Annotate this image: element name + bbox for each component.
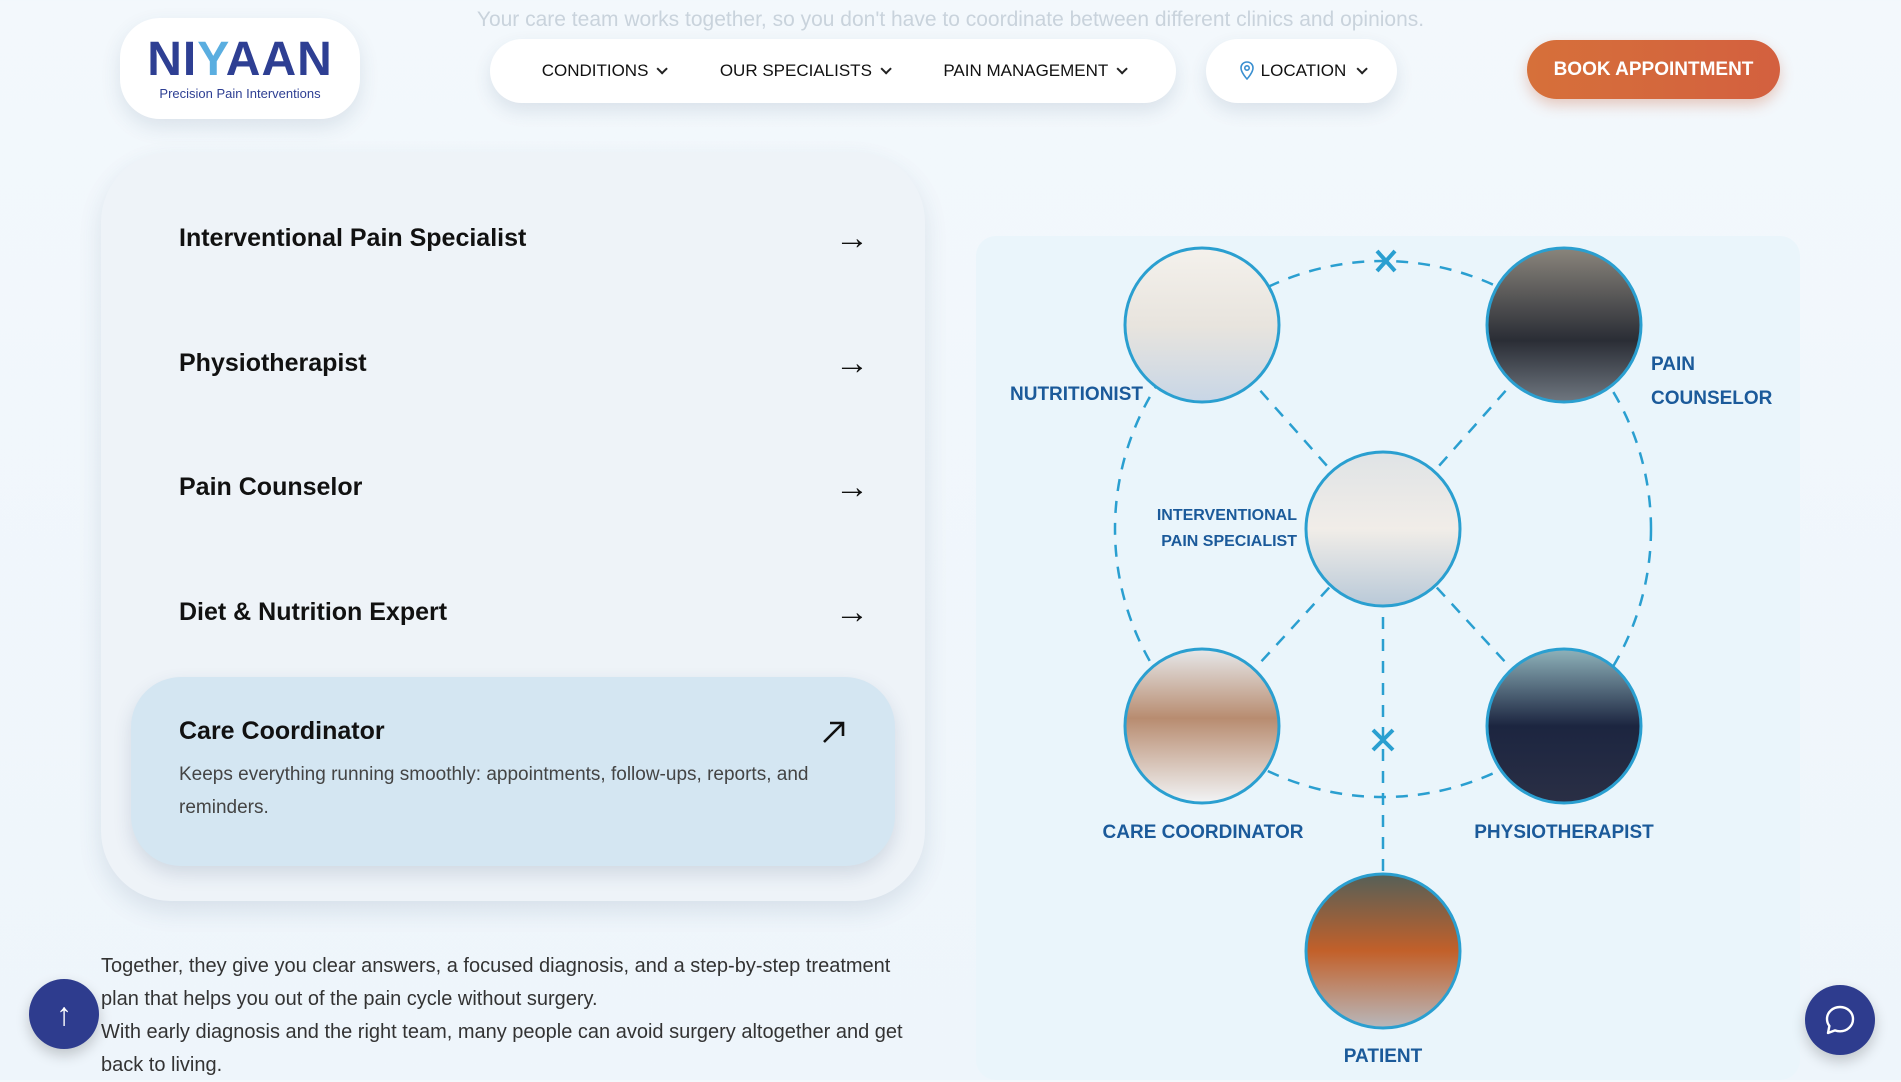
label-care-coordinator: CARE COORDINATOR (1102, 822, 1304, 843)
interventional-pain-specialist-photo (1304, 450, 1462, 608)
location-label: LOCATION (1260, 61, 1347, 80)
nutritionist-photo (1123, 246, 1281, 404)
nav-label: OUR SPECIALISTS (719, 61, 872, 80)
arrow-right-icon: → (835, 468, 869, 506)
arrow-right-icon: → (835, 344, 869, 382)
arrow-up-icon: ↑ (56, 995, 72, 1032)
summary-text: Together, they give you clear answers, a… (101, 950, 921, 1082)
arrow-right-icon: → (835, 219, 869, 257)
specialists-list: Interventional Pain Specialist → Physioth… (101, 152, 925, 901)
label-interventional-pain-specialist: INTERVENTIONAL PAIN SPECIALIST (1100, 503, 1297, 555)
specialist-item[interactable]: Physiotherapist → (179, 343, 869, 383)
connector-x-icon (1375, 249, 1397, 273)
book-appointment-button[interactable]: BOOK APPOINTMENT (1527, 40, 1780, 99)
nav-pain-management[interactable]: PAIN MANAGEMENT (943, 61, 1129, 81)
section-subtitle: Your care team works together, so you do… (476, 8, 1425, 31)
nav-label: PAIN MANAGEMENT (943, 61, 1109, 80)
label-line: PAIN SPECIALIST (1161, 533, 1297, 550)
chat-bubble-icon (1825, 1005, 1855, 1035)
scroll-to-top-button[interactable]: ↑ (29, 979, 99, 1049)
specialist-item[interactable]: Pain Counselor → (179, 467, 869, 507)
arrow-up-right-icon (823, 721, 845, 743)
label-physiotherapist: PHYSIOTHERAPIST (1474, 822, 1654, 843)
main-nav: CONDITIONS OUR SPECIALISTS PAIN MANAGEME… (490, 39, 1176, 103)
nav-label: CONDITIONS (541, 61, 649, 80)
specialist-item[interactable]: Diet & Nutrition Expert → (179, 592, 869, 632)
label-line: INTERVENTIONAL (1156, 507, 1297, 524)
logo-tagline: Precision Pain Interventions (159, 86, 321, 101)
arrow-right-icon: → (835, 593, 869, 631)
logo-figure: Y (197, 33, 226, 86)
summary-paragraph: With early diagnosis and the right team,… (101, 1021, 903, 1076)
specialist-item-active[interactable]: Care Coordinator Keeps everything runnin… (131, 677, 895, 866)
specialist-title: Interventional Pain Specialist (179, 223, 527, 252)
specialist-description: Keeps everything running smoothly: appoi… (179, 764, 809, 818)
specialist-title: Physiotherapist (179, 348, 367, 377)
summary-paragraph: Together, they give you clear answers, a… (101, 955, 891, 1010)
logo-text: AAN (225, 33, 333, 86)
connector-x-icon (1371, 728, 1395, 752)
patient-photo (1304, 872, 1462, 1030)
nav-our-specialists[interactable]: OUR SPECIALISTS (719, 61, 892, 81)
label-patient: PATIENT (1343, 1046, 1423, 1067)
logo[interactable]: NIYAAN Precision Pain Interventions (120, 18, 360, 119)
chat-button[interactable] (1805, 985, 1875, 1055)
map-pin-icon (1239, 61, 1254, 81)
specialist-title: Pain Counselor (179, 472, 363, 501)
physiotherapist-photo (1485, 647, 1643, 805)
pain-counselor-photo (1485, 246, 1643, 404)
label-nutritionist: NUTRITIONIST (1010, 384, 1143, 405)
specialist-item[interactable]: Interventional Pain Specialist → (179, 218, 869, 258)
label-pain-counselor-line1: PAIN (1651, 354, 1695, 375)
label-pain-counselor-line2: COUNSELOR (1651, 388, 1773, 409)
logo-text: NI (147, 33, 198, 86)
care-coordinator-photo (1123, 647, 1281, 805)
location-selector[interactable]: LOCATION (1206, 39, 1397, 103)
specialist-title: Care Coordinator (179, 717, 385, 745)
nav-conditions[interactable]: CONDITIONS (541, 61, 669, 81)
specialist-title: Diet & Nutrition Expert (179, 597, 448, 626)
